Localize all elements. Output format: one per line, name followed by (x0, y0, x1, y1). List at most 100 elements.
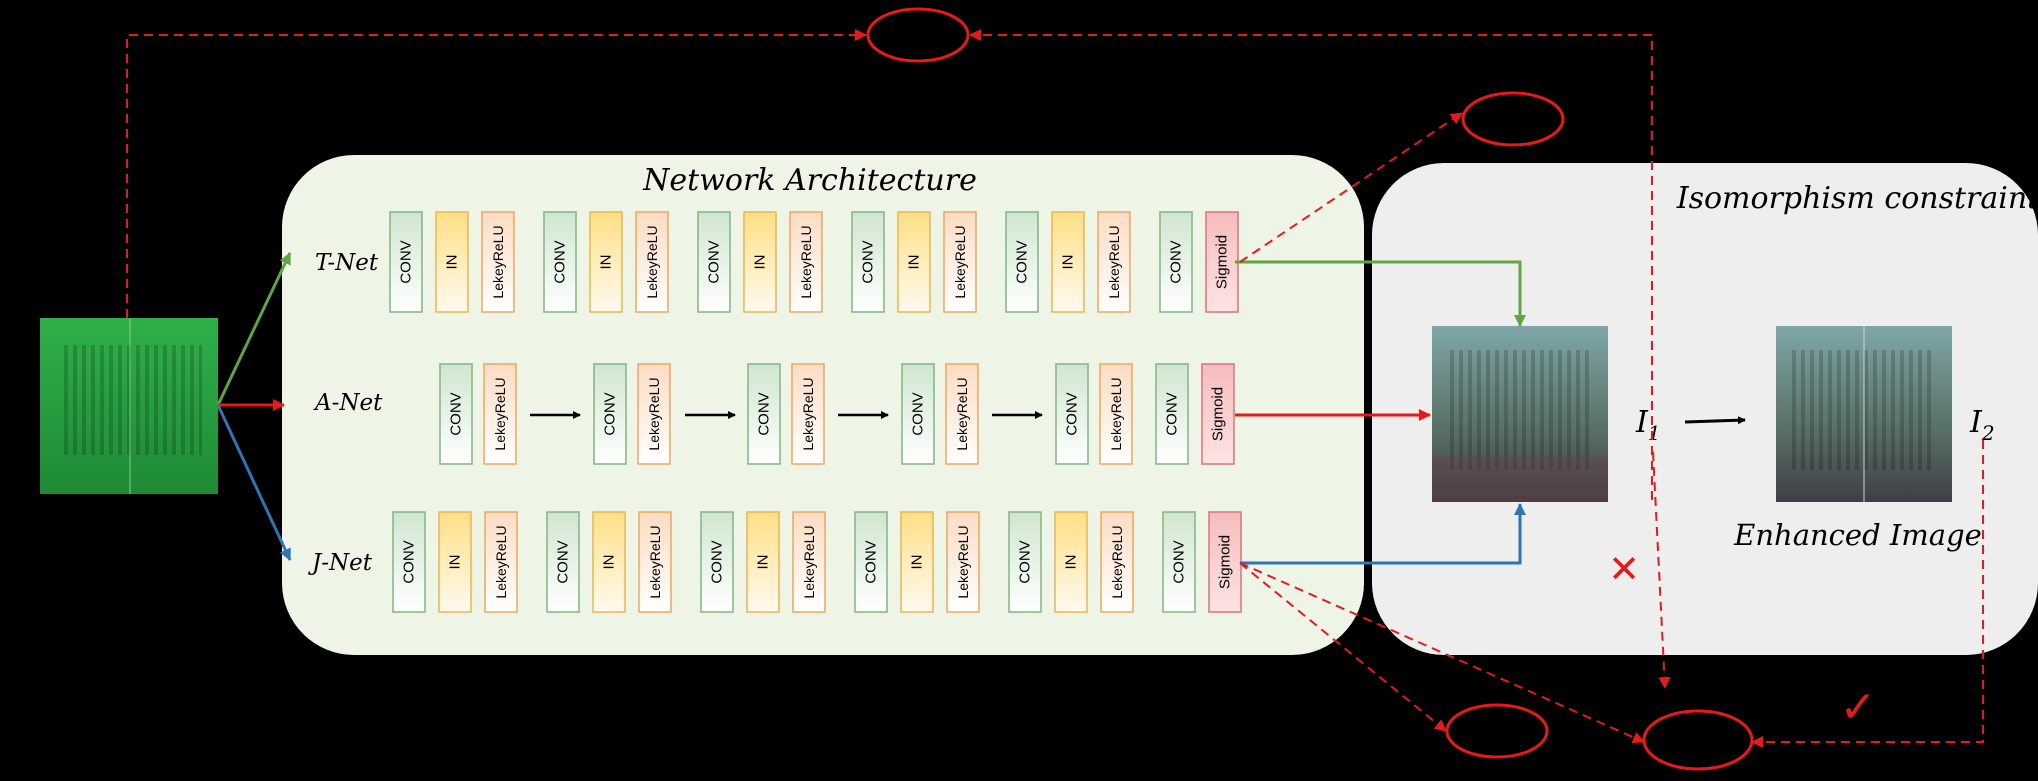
t-net-lrelu-label: LekeyReLU (1106, 225, 1122, 298)
t-net-in-block-4: IN (589, 211, 623, 313)
a-net-conv-block-8: CONV (1055, 363, 1089, 465)
a-net-conv-label: CONV (1164, 392, 1181, 435)
j-net-conv-label: CONV (555, 540, 572, 583)
i1-to-i2-arrow (1684, 416, 1746, 425)
t-net-in-label: IN (444, 255, 461, 270)
t-net-conv-block-9: CONV (851, 211, 885, 313)
a-net-conv-label: CONV (756, 392, 773, 435)
a-net-conv-label: CONV (910, 392, 927, 435)
a-net-conv-block-0: CONV (439, 363, 473, 465)
network-panel-title: Network Architecture (642, 163, 977, 198)
t-net-in-block-1: IN (435, 211, 469, 313)
t-net-in-label: IN (752, 255, 769, 270)
isomorphism-panel (1372, 163, 2038, 655)
t-net-lrelu-block-5: LekeyReLU (635, 211, 669, 313)
j-net-conv-label: CONV (863, 540, 880, 583)
loss-ellipse-iso (1642, 709, 1754, 771)
j-net-conv-label: CONV (1017, 540, 1034, 583)
a-net-conv-block-2: CONV (593, 363, 627, 465)
j-net-in-label: IN (1063, 555, 1080, 570)
a-net-lrelu-block-9: LekeyReLU (1099, 363, 1133, 465)
t-net-lrelu-block-14: LekeyReLU (1097, 211, 1131, 313)
j-net-conv-block-12: CONV (1008, 511, 1042, 613)
t-output-arrow (1235, 260, 1526, 327)
t-net-sigmoid-block-16: Sigmoid (1205, 211, 1239, 313)
j-output-arrow (1240, 503, 1526, 565)
j-net-lrelu-label: LekeyReLU (647, 525, 663, 598)
a-net-conv-label: CONV (602, 392, 619, 435)
enhanced-image-i2 (1776, 326, 1952, 502)
j-net-in-block-13: IN (1054, 511, 1088, 613)
enhanced-image-caption: Enhanced Image (1733, 518, 1982, 552)
a-net-conv-label: CONV (1064, 392, 1081, 435)
j-net-lrelu-label: LekeyReLU (493, 525, 509, 598)
j-net-lrelu-label: LekeyReLU (801, 525, 817, 598)
j-branch-arrow (216, 404, 292, 561)
j-net-lrelu-block-2: LekeyReLU (484, 511, 518, 613)
a-net-lrelu-label: LekeyReLU (800, 377, 816, 450)
a-net-conv-label: CONV (448, 392, 465, 435)
t-net-conv-block-0: CONV (389, 211, 423, 313)
loss-ellipse-t (1461, 91, 1565, 147)
j-net-lrelu-block-8: LekeyReLU (792, 511, 826, 613)
t-net-in-block-13: IN (1051, 211, 1085, 313)
t-net-in-label: IN (1060, 255, 1077, 270)
layer-blocks: CONV IN LekeyReLU CONV IN LekeyReLU CONV IN Leke… (389, 211, 1242, 613)
a-net-sigmoid-label: Sigmoid (1210, 387, 1227, 441)
a-net-sigmoid-block-11: Sigmoid (1201, 363, 1235, 465)
j-net-lrelu-label: LekeyReLU (955, 525, 971, 598)
j-net-conv-block-9: CONV (854, 511, 888, 613)
loss-ellipse-j (1445, 703, 1549, 759)
j-net-in-label: IN (909, 555, 926, 570)
t-net-conv-label: CONV (706, 240, 723, 283)
t-net-lrelu-block-2: LekeyReLU (481, 211, 515, 313)
j-net-in-block-7: IN (746, 511, 780, 613)
t-net-conv-block-15: CONV (1159, 211, 1193, 313)
t-net-conv-block-6: CONV (697, 211, 731, 313)
t-net-lrelu-label: LekeyReLU (644, 225, 660, 298)
j-net-sigmoid-label: Sigmoid (1217, 535, 1234, 589)
j-net-conv-label: CONV (1171, 540, 1188, 583)
t-net-in-block-7: IN (743, 211, 777, 313)
t-net-lrelu-block-11: LekeyReLU (943, 211, 977, 313)
j-net-in-label: IN (755, 555, 772, 570)
dashed-loss-connectors (126, 29, 1984, 748)
a-net-conv-block-4: CONV (747, 363, 781, 465)
t-net-conv-label: CONV (860, 240, 877, 283)
j-net-conv-block-15: CONV (1162, 511, 1196, 613)
t-net-lrelu-label: LekeyReLU (798, 225, 814, 298)
isomorphism-panel-title: Isomorphism constraint (1676, 181, 2038, 216)
a-net-label: A-Net (313, 390, 383, 416)
j-net-lrelu-label: LekeyReLU (1109, 525, 1125, 598)
a-net-lrelu-block-1: LekeyReLU (483, 363, 517, 465)
a-net-conv-block-10: CONV (1155, 363, 1189, 465)
j-net-conv-block-3: CONV (546, 511, 580, 613)
j-net-in-label: IN (601, 555, 618, 570)
j-net-label: J-Net (308, 550, 373, 576)
j-net-lrelu-block-5: LekeyReLU (638, 511, 672, 613)
input-underwater-image (40, 318, 218, 494)
j-net-conv-block-6: CONV (700, 511, 734, 613)
i2-label: I2 (1969, 405, 1995, 445)
a-net-lrelu-block-7: LekeyReLU (945, 363, 979, 465)
a-net-lrelu-block-5: LekeyReLU (791, 363, 825, 465)
t-net-lrelu-label: LekeyReLU (952, 225, 968, 298)
t-net-lrelu-label: LekeyReLU (490, 225, 506, 298)
t-net-conv-label: CONV (1014, 240, 1031, 283)
loss-ellipse-top (866, 7, 970, 63)
a-net-lrelu-label: LekeyReLU (492, 377, 508, 450)
j-net-conv-label: CONV (709, 540, 726, 583)
t-net-conv-block-3: CONV (543, 211, 577, 313)
t-net-in-block-10: IN (897, 211, 931, 313)
a-net-lrelu-block-3: LekeyReLU (637, 363, 671, 465)
t-net-conv-label: CONV (1168, 240, 1185, 283)
j-net-lrelu-block-11: LekeyReLU (946, 511, 980, 613)
t-net-in-label: IN (906, 255, 923, 270)
a-net-conv-block-6: CONV (901, 363, 935, 465)
t-net-conv-block-12: CONV (1005, 211, 1039, 313)
t-net-conv-label: CONV (552, 240, 569, 283)
j-net-conv-block-0: CONV (392, 511, 426, 613)
t-branch-arrow (216, 252, 292, 406)
